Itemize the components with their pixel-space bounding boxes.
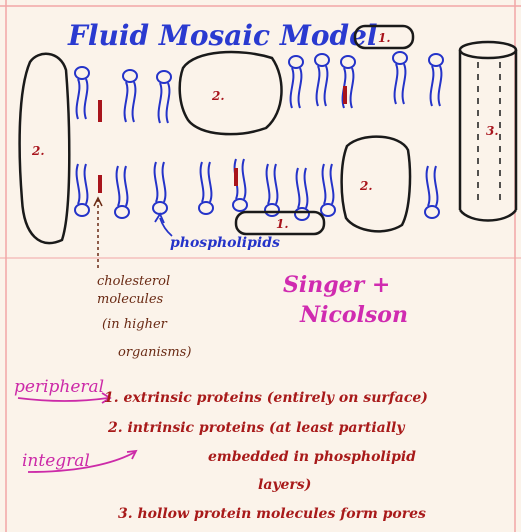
legend-item-2-line-3: layers) xyxy=(258,477,311,493)
phospholipid-bottom xyxy=(153,162,167,214)
cholesterol-line-1: cholesterol xyxy=(97,274,170,289)
intrinsic-protein-right: 2. xyxy=(342,137,410,232)
legend-item-3: 3. hollow protein molecules form pores xyxy=(118,506,426,522)
phospholipid-bottom xyxy=(265,164,279,216)
phospholipid-top xyxy=(157,71,171,123)
extrinsic-protein-bottom-label: 1. xyxy=(276,217,289,231)
phospholipid-top xyxy=(75,67,89,119)
intrinsic-protein-left: 2. xyxy=(20,54,70,243)
phospholipid-bottom xyxy=(75,164,89,216)
phospholipid-bottom xyxy=(115,166,129,218)
extrinsic-protein-top-label: 1. xyxy=(378,31,391,45)
phospholipid-top xyxy=(289,56,303,108)
credit-line-1: Singer + xyxy=(283,272,390,298)
cholesterol-line-3: (in higher xyxy=(102,317,168,332)
phospholipid-top xyxy=(315,54,329,106)
intrinsic-protein-center-label: 2. xyxy=(211,89,225,103)
credit-text: Singer + Nicolson xyxy=(283,272,408,328)
intrinsic-protein-center: 2. xyxy=(180,52,282,134)
legend-item-1: 1. extrinsic proteins (entirely on surfa… xyxy=(104,390,428,406)
phospholipid-bottom xyxy=(199,162,213,214)
phospholipid-bottom xyxy=(321,164,335,216)
diagram-title: Fluid Mosaic Model xyxy=(67,19,378,52)
intrinsic-protein-left-label: 2. xyxy=(31,144,45,158)
phospholipid-bilayer xyxy=(75,52,443,220)
pore-protein-label: 3. xyxy=(486,124,499,138)
pore-protein-cylinder: 3. xyxy=(460,42,516,221)
cholesterol-annotation: cholesterol molecules (in higher organis… xyxy=(97,274,191,360)
cholesterol-line-4: organisms) xyxy=(118,345,191,360)
phospholipid-top xyxy=(393,52,407,104)
legend-item-2-line-2: embedded in phospholipid xyxy=(208,449,416,465)
phospholipid-top xyxy=(123,70,137,122)
extrinsic-protein-bottom: 1. xyxy=(236,212,324,234)
phospholipids-label: phospholipids xyxy=(170,235,280,251)
intrinsic-protein-right-label: 2. xyxy=(359,179,373,193)
phospholipid-top xyxy=(429,54,443,106)
legend-item-2-line-1: 2. intrinsic proteins (at least partiall… xyxy=(107,420,405,436)
cholesterol-line-2: molecules xyxy=(97,292,164,307)
credit-line-2: Nicolson xyxy=(299,302,408,328)
phospholipid-bottom xyxy=(425,166,439,218)
legend: peripheral 1. extrinsic proteins (entire… xyxy=(14,377,428,522)
peripheral-label: peripheral xyxy=(14,377,104,397)
